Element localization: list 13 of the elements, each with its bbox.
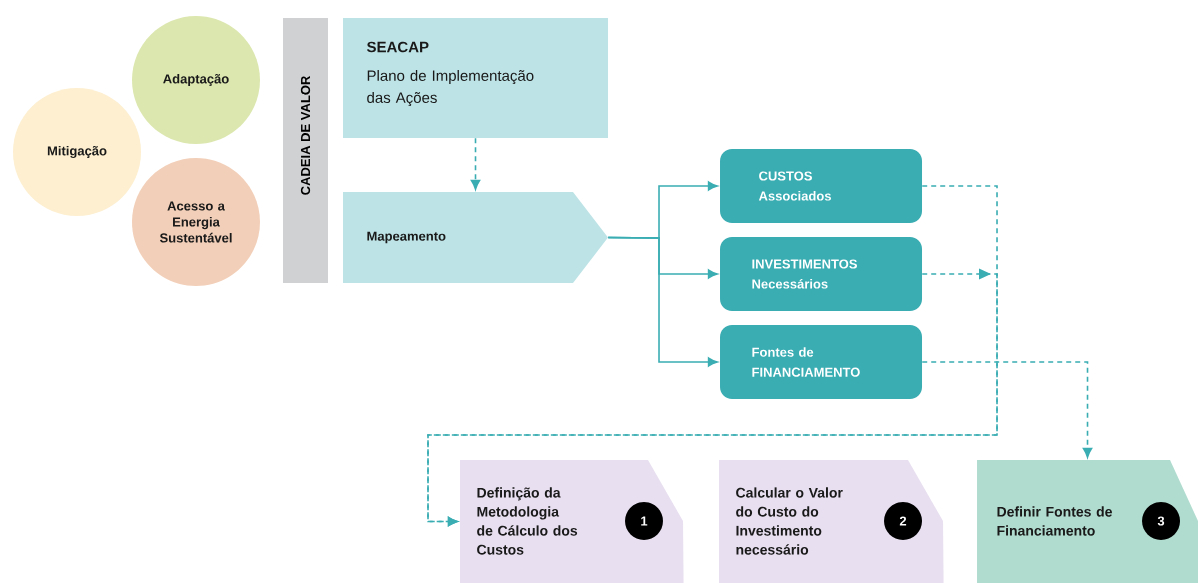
result-box: Fontes de FINANCIAMENTO <box>720 325 922 399</box>
number-badge: 2 <box>884 502 922 540</box>
connector-arrow <box>470 137 481 190</box>
result-box: INVESTIMENTOS Necessários <box>720 237 922 311</box>
connector-arrow <box>921 361 1093 458</box>
plan-box: SEACAP Plano de Implementação das Ações <box>343 18 608 138</box>
connector-arrow <box>607 236 718 367</box>
vertical-banner: CADEIA DE VALOR <box>283 18 328 283</box>
result-box: CUSTOS Associados <box>720 149 922 223</box>
number-badge: 1 <box>625 502 663 540</box>
pointed-box: Mapeamento <box>343 192 608 283</box>
connector-arrow <box>427 268 998 527</box>
number-badge: 3 <box>1142 502 1180 540</box>
